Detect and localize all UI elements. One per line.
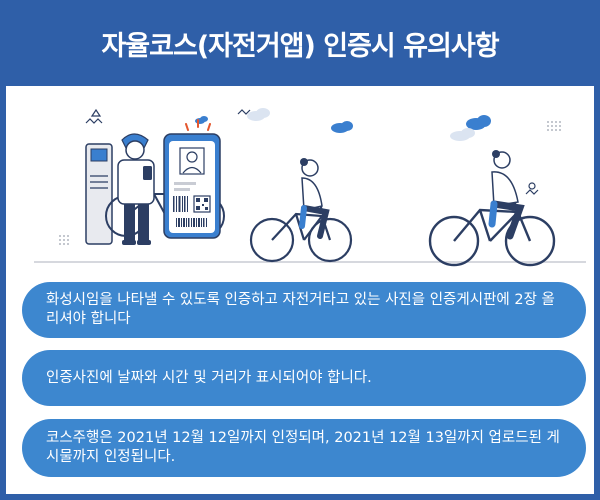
page-title: 자율코스(자전거앱) 인증시 유의사항 <box>101 30 499 62</box>
cloud-icon <box>247 108 475 141</box>
qr-code-icon <box>193 195 211 213</box>
notice-item: 코스주행은 2021년 12월 12일까지 인정되며, 2021년 12월 13… <box>22 419 586 477</box>
kiosk-icon <box>85 143 113 245</box>
notice-text: 화성시임을 나타낼 수 있도록 인증하고 자전거타고 있는 사진을 인증게시판에… <box>46 292 555 327</box>
person-with-phone-icon <box>117 133 155 245</box>
id-card-icon <box>163 133 221 239</box>
barcode-icon <box>173 196 188 212</box>
notice-item: 인증사진에 날짜와 시간 및 거리가 표시되어야 합니다. <box>22 350 586 406</box>
dot-grid-icon <box>59 121 561 245</box>
triangle-icon <box>90 108 102 117</box>
circle-icon <box>528 182 536 190</box>
sparkle-icon <box>85 109 539 195</box>
notice-text: 인증사진에 날짜와 시간 및 거리가 표시되어야 합니다. <box>46 369 372 386</box>
cycling-illustration <box>34 108 586 267</box>
notice-text: 코스주행은 2021년 12월 12일까지 인정되며, 2021년 12월 13… <box>46 430 560 465</box>
cloud-icon <box>195 115 491 133</box>
content-panel: 화성시임을 나타낼 수 있도록 인증하고 자전거타고 있는 사진을 인증게시판에… <box>6 86 594 494</box>
cyclist-icon <box>249 158 353 263</box>
notice-item: 화성시임을 나타낼 수 있도록 인증하고 자전거타고 있는 사진을 인증게시판에… <box>22 282 586 338</box>
cyclist-icon <box>428 150 556 267</box>
alert-rays-icon <box>185 119 211 131</box>
barcode-icon <box>176 218 207 227</box>
